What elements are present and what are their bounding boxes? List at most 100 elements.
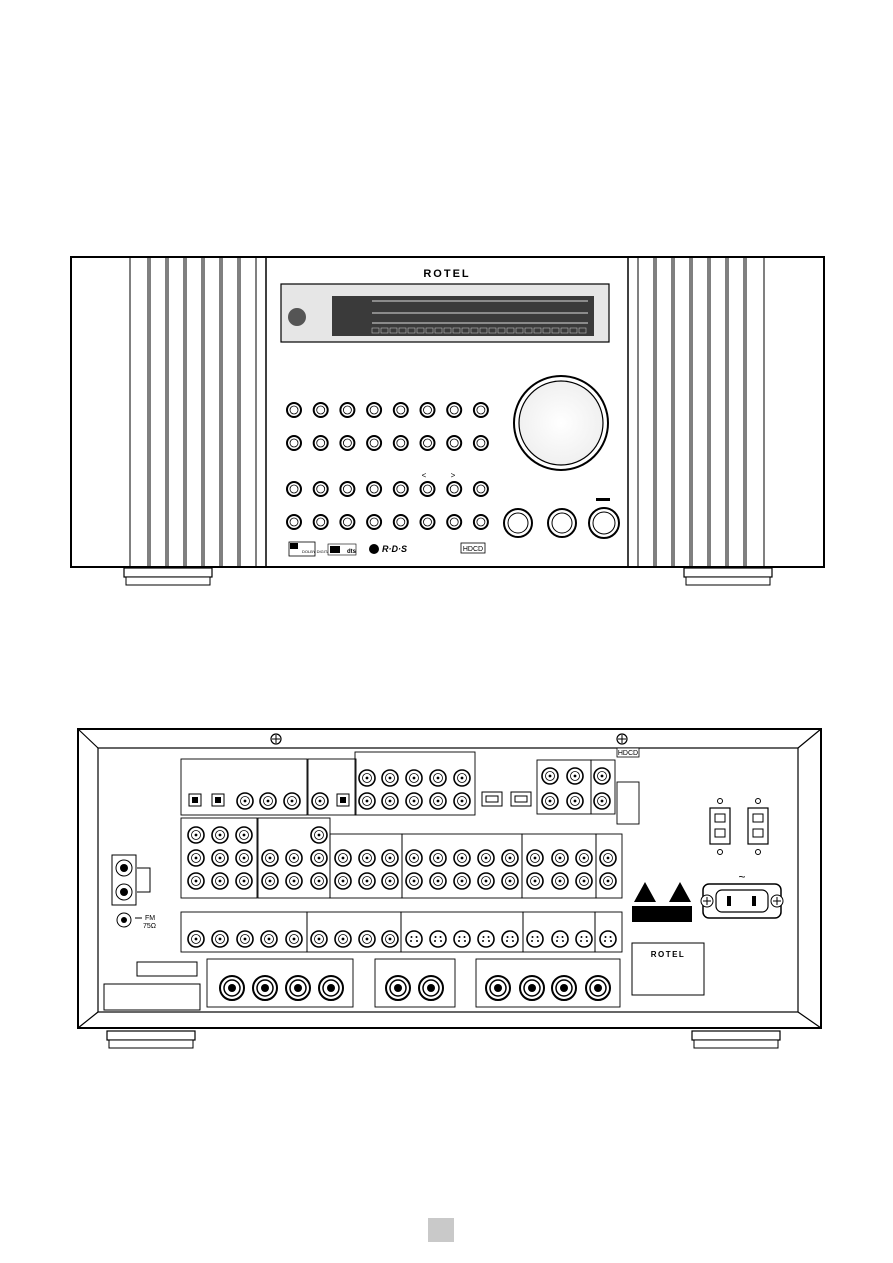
rca-jack [286, 850, 302, 866]
svg-text:R·D·S: R·D·S [382, 544, 407, 554]
rca-jack [430, 770, 446, 786]
svideo-jack [600, 931, 616, 947]
nav-right-label: > [451, 471, 456, 480]
front-button[interactable] [474, 482, 488, 496]
front-foot-left [124, 568, 212, 585]
front-button[interactable] [340, 403, 354, 417]
front-button[interactable] [394, 515, 408, 529]
dts-logo: dts [328, 544, 357, 555]
front-button[interactable] [287, 403, 301, 417]
front-foot-right [684, 568, 772, 585]
front-button[interactable] [367, 436, 381, 450]
rca-jack [286, 873, 302, 889]
front-button[interactable] [474, 436, 488, 450]
front-button[interactable] [314, 436, 328, 450]
speaker-binding-post [552, 976, 576, 1000]
front-button[interactable] [287, 482, 301, 496]
rca-jack [406, 850, 422, 866]
rca-jack [594, 768, 610, 784]
screw-icon [617, 734, 627, 744]
front-button[interactable] [394, 482, 408, 496]
front-button[interactable] [340, 515, 354, 529]
rca-jack [237, 931, 253, 947]
front-button[interactable] [421, 515, 435, 529]
speaker-binding-post [220, 976, 244, 1000]
rca-jack [212, 873, 228, 889]
rca-jack [236, 850, 252, 866]
rca-jack [312, 793, 328, 809]
front-button[interactable] [447, 515, 461, 529]
rca-jack [600, 850, 616, 866]
rca-jack [594, 793, 610, 809]
rca-jack [188, 873, 204, 889]
rca-jack [188, 931, 204, 947]
rca-jack [335, 931, 351, 947]
front-button[interactable] [367, 403, 381, 417]
rca-jack [527, 850, 543, 866]
svideo-jack [552, 931, 568, 947]
front-button[interactable] [367, 482, 381, 496]
front-button[interactable] [394, 403, 408, 417]
front-button[interactable] [287, 436, 301, 450]
rca-jack [478, 850, 494, 866]
svideo-jack [502, 931, 518, 947]
front-button[interactable] [447, 482, 461, 496]
front-button[interactable] [367, 515, 381, 529]
rca-jack [359, 770, 375, 786]
rca-jack [552, 850, 568, 866]
front-button[interactable] [474, 403, 488, 417]
rear-foot-left [107, 1031, 195, 1048]
svg-text:dts: dts [347, 549, 357, 555]
rca-jack [311, 850, 327, 866]
fm-impedance: 75Ω [143, 923, 156, 930]
front-button[interactable] [394, 436, 408, 450]
front-button[interactable] [421, 436, 435, 450]
rca-jack [430, 793, 446, 809]
serial-label [137, 962, 197, 976]
rca-jack [567, 768, 583, 784]
rca-jack [359, 850, 375, 866]
rca-jack [284, 793, 300, 809]
front-button[interactable] [421, 482, 435, 496]
speaker-binding-post [253, 976, 277, 1000]
front-brand-logo: ROTEL [423, 268, 470, 280]
svideo-jack [406, 931, 422, 947]
tone-knob[interactable] [548, 509, 576, 537]
screw-icon [271, 734, 281, 744]
rca-jack [454, 873, 470, 889]
speaker-binding-post [286, 976, 310, 1000]
front-button[interactable] [447, 403, 461, 417]
rca-jack [406, 793, 422, 809]
rca-jack [236, 827, 252, 843]
front-button[interactable] [447, 436, 461, 450]
rca-jack [454, 793, 470, 809]
rca-jack [212, 850, 228, 866]
front-button[interactable] [340, 436, 354, 450]
rca-jack [576, 850, 592, 866]
volume-knob[interactable] [514, 376, 608, 470]
rds-logo: R·D·S [369, 544, 407, 554]
speaker-binding-post [319, 976, 343, 1000]
power-indicator [596, 498, 610, 501]
rca-jack [478, 873, 494, 889]
rca-jack [382, 793, 398, 809]
speaker-binding-post [419, 976, 443, 1000]
display-window [281, 284, 609, 342]
front-button[interactable] [474, 515, 488, 529]
rca-jack [576, 873, 592, 889]
front-button[interactable] [314, 482, 328, 496]
front-button[interactable] [287, 515, 301, 529]
rear-brand-logo: ROTEL [651, 950, 686, 959]
rca-jack [527, 873, 543, 889]
front-button[interactable] [314, 403, 328, 417]
front-button[interactable] [421, 403, 435, 417]
rca-jack [406, 770, 422, 786]
front-button[interactable] [340, 482, 354, 496]
rca-jack [311, 827, 327, 843]
front-panel: ROTEL < > [71, 257, 824, 567]
front-button[interactable] [314, 515, 328, 529]
rca-jack [552, 873, 568, 889]
input-knob[interactable] [504, 509, 532, 537]
rear-panel: HDCD [78, 729, 821, 1028]
rca-jack [359, 793, 375, 809]
